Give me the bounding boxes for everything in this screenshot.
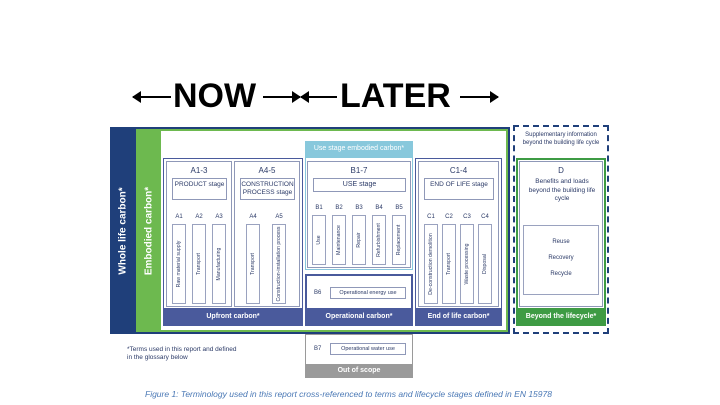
module-label: Transport	[250, 252, 256, 276]
module-code: C3	[463, 214, 471, 220]
module-code: A3	[215, 214, 223, 220]
module-c3: Waste processing	[460, 224, 474, 304]
module-c2: Transport	[442, 224, 456, 304]
stage-d: D Benefits and loads beyond the building…	[519, 161, 603, 307]
later-label: LATER	[340, 77, 451, 115]
left-arrow	[132, 91, 171, 103]
d-item-recycle: Recycle	[550, 271, 572, 277]
use-stage-embodied-band: Use stage embodied carbon*	[305, 141, 413, 157]
module-label: Replacement	[396, 224, 402, 256]
stage-a13-code: A1-3	[190, 166, 208, 175]
module-code: C4	[481, 214, 489, 220]
module-a4: Transport	[246, 224, 260, 304]
module-b7-box: Operational water use	[330, 343, 406, 355]
module-code: A1	[175, 214, 183, 220]
stage-d-name: Benefits and loads beyond the building l…	[528, 178, 596, 202]
module-a3: Manufacturing	[212, 224, 226, 304]
embodied-bar: Embodied carbon*	[137, 130, 161, 331]
module-a1: Raw material supply	[172, 224, 186, 304]
module-label: Transport	[446, 252, 452, 276]
module-code: B4	[375, 205, 383, 211]
module-a5: Construction-installation process	[272, 224, 286, 304]
module-b3: Repair	[352, 215, 366, 265]
module-label: Use	[316, 235, 322, 245]
stage-a45-code: A4-5	[258, 166, 276, 175]
embodied-label: Embodied carbon*	[143, 186, 155, 275]
stage-a45: A4-5 CONSTRUCTION PROCESS stage A4 A5 Tr…	[234, 161, 300, 307]
footnote: *Terms used in this report and defined i…	[127, 346, 237, 361]
stage-a13-name: PRODUCT stage	[172, 178, 227, 200]
module-label: Raw material supply	[176, 240, 182, 288]
stage-c14-code: C1-4	[449, 166, 468, 175]
module-code: A2	[195, 214, 203, 220]
module-code: A5	[275, 214, 283, 220]
module-code: B3	[355, 205, 363, 211]
module-label: Waste processing	[464, 243, 470, 285]
module-c4: Disposal	[478, 224, 492, 304]
stage-d-code: D	[558, 166, 564, 175]
d-item-recovery: Recovery	[548, 255, 574, 261]
module-label: Manufacturing	[216, 247, 222, 281]
whole-life-bar: Whole life carbon*	[110, 127, 136, 334]
stage-b17-name: USE stage	[313, 178, 406, 192]
module-b6-box: Operational energy use	[330, 287, 406, 299]
operational-frame	[305, 274, 413, 326]
module-code: B1	[315, 205, 323, 211]
end-of-life-carbon-band: End of life carbon*	[416, 308, 501, 325]
figure-caption: Figure 1: Terminology used in this repor…	[145, 389, 552, 399]
module-c1: De-construction demolition	[424, 224, 438, 304]
out-of-scope-frame	[305, 334, 413, 378]
out-of-scope-band: Out of scope	[306, 364, 412, 377]
module-code: C1	[427, 214, 435, 220]
module-label: Transport	[196, 252, 202, 276]
module-b6-code: B6	[314, 290, 322, 296]
module-label: Construction-installation process	[276, 226, 282, 302]
module-label: Repair	[356, 232, 362, 248]
stage-b17-code: B1-7	[350, 166, 368, 175]
module-label: Refurbishment	[376, 223, 382, 257]
stage-a13: A1-3 PRODUCT stage A1 A2 A3 Raw material…	[166, 161, 232, 307]
module-b1: Use	[312, 215, 326, 265]
end-of-life-frame	[415, 158, 502, 326]
middle-right-arrow	[263, 91, 301, 103]
module-b7-code: B7	[314, 346, 322, 352]
module-label: Maintenance	[336, 225, 342, 255]
module-label: De-construction demolition	[428, 233, 434, 295]
right-arrow	[460, 91, 499, 103]
stage-d-items-box: Reuse Recovery Recycle	[523, 225, 599, 295]
now-label: NOW	[173, 77, 257, 115]
middle-left-arrow	[300, 91, 337, 103]
module-code: C2	[445, 214, 453, 220]
beyond-lifecycle-band: Beyond the lifecycle*	[518, 308, 604, 325]
module-code: B2	[335, 205, 343, 211]
stage-c14-name: END OF LIFE stage	[424, 178, 494, 200]
use-stage-frame	[305, 157, 413, 270]
module-code: B5	[395, 205, 403, 211]
module-b5: Replacement	[392, 215, 406, 265]
beyond-green-frame	[516, 158, 606, 326]
operational-carbon-band: Operational carbon*	[307, 308, 411, 325]
stage-c14: C1-4 END OF LIFE stage C1 C2 C3 C4 De-co…	[418, 161, 499, 307]
stage-b17: B1-7 USE stage B1 B2 B3 B4 B5 Use Mainte…	[307, 161, 411, 268]
module-a2: Transport	[192, 224, 206, 304]
beyond-frame	[513, 125, 609, 334]
upfront-carbon-band: Upfront carbon*	[164, 308, 302, 326]
whole-life-label: Whole life carbon*	[117, 186, 129, 275]
stage-a45-name: CONSTRUCTION PROCESS stage	[240, 178, 295, 200]
module-label: Disposal	[482, 254, 488, 274]
module-b2: Maintenance	[332, 215, 346, 265]
module-code: A4	[249, 214, 257, 220]
d-item-reuse: Reuse	[552, 239, 570, 245]
module-b4: Refurbishment	[372, 215, 386, 265]
supplementary-text: Supplementary information beyond the bui…	[522, 132, 600, 146]
